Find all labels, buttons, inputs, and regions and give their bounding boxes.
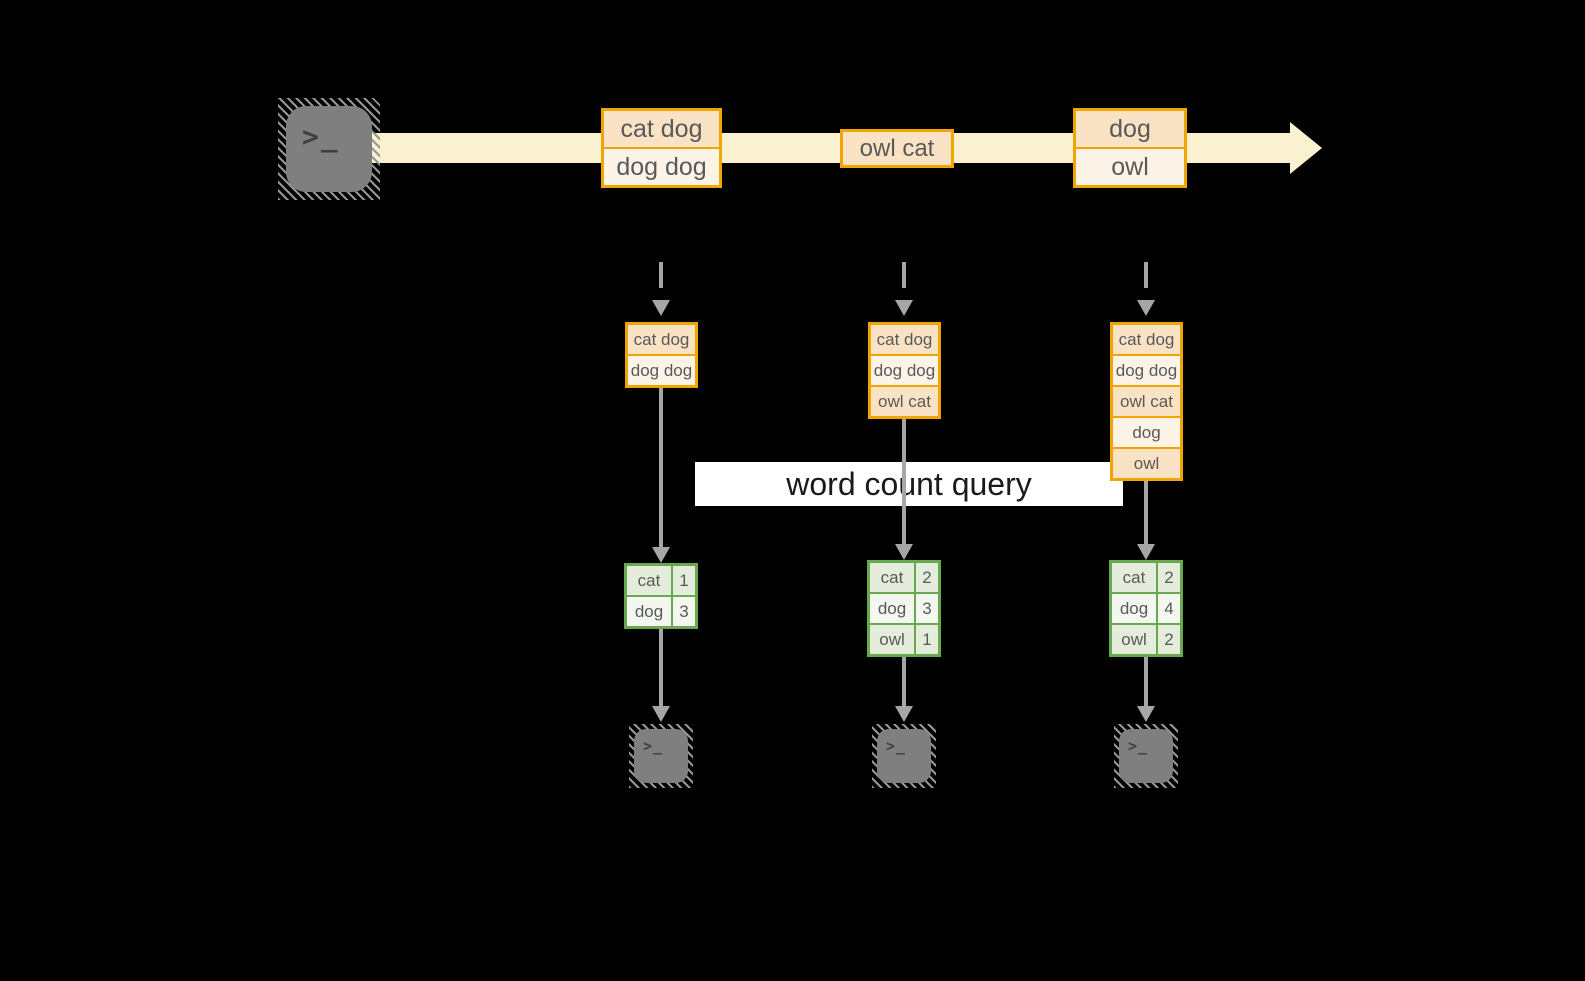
batch-stack-1: cat dog dog dog	[625, 322, 698, 388]
batch-cell: cat dog	[1113, 325, 1180, 354]
stream-event-cell: dog	[1076, 111, 1184, 147]
count-word: cat	[1112, 563, 1158, 592]
stream-event-box-1: cat dog dog dog	[601, 108, 722, 188]
batch-dashed-arrowhead-2	[895, 300, 913, 316]
query-label: word count query	[695, 462, 1123, 506]
count-value: 1	[673, 566, 695, 595]
batch-cell: dog dog	[1113, 354, 1180, 385]
batch-cell: cat dog	[871, 325, 938, 354]
batch-cell: owl cat	[871, 385, 938, 416]
count-word: owl	[1112, 625, 1158, 654]
query-arrow-2	[902, 417, 906, 544]
stream-event-cell: owl cat	[843, 132, 951, 165]
count-word: owl	[870, 625, 916, 654]
terminal-sink-icon-2: >_	[872, 724, 936, 788]
terminal-prompt-icon: >_	[643, 737, 664, 755]
terminal-sink-icon-body: >_	[634, 729, 688, 783]
count-value: 3	[673, 597, 695, 626]
batch-dashed-arrow-3	[1144, 262, 1148, 298]
count-value: 4	[1158, 594, 1180, 623]
sink-arrowhead-3	[1137, 706, 1155, 722]
count-word: cat	[870, 563, 916, 592]
stream-event-cell: dog dog	[604, 147, 719, 185]
count-value: 2	[1158, 625, 1180, 654]
query-arrowhead-1	[652, 547, 670, 563]
count-word: dog	[1112, 594, 1158, 623]
stream-event-box-3: dog owl	[1073, 108, 1187, 188]
count-table-1: cat 1 dog 3	[624, 563, 698, 629]
batch-cell: dog	[1113, 416, 1180, 447]
count-row: dog 3	[627, 595, 695, 626]
count-word: cat	[627, 566, 673, 595]
batch-cell: cat dog	[628, 325, 695, 354]
count-row: dog 3	[870, 592, 938, 623]
sink-arrow-3	[1144, 657, 1148, 706]
sink-arrowhead-1	[652, 706, 670, 722]
count-row: cat 2	[1112, 563, 1180, 592]
count-row: cat 2	[870, 563, 938, 592]
batch-dashed-arrowhead-1	[652, 300, 670, 316]
terminal-prompt-icon: >_	[886, 737, 907, 755]
terminal-sink-icon-body: >_	[877, 729, 931, 783]
stream-event-cell: cat dog	[604, 111, 719, 147]
batch-dashed-arrowhead-3	[1137, 300, 1155, 316]
terminal-prompt-icon: >_	[1128, 737, 1149, 755]
query-arrowhead-3	[1137, 544, 1155, 560]
count-table-2: cat 2 dog 3 owl 1	[867, 560, 941, 657]
count-row: owl 1	[870, 623, 938, 654]
terminal-sink-icon-body: >_	[1119, 729, 1173, 783]
terminal-sink-icon-1: >_	[629, 724, 693, 788]
sink-arrowhead-2	[895, 706, 913, 722]
terminal-prompt-icon: >_	[302, 120, 340, 153]
count-row: dog 4	[1112, 592, 1180, 623]
sink-arrow-2	[902, 657, 906, 706]
count-word: dog	[870, 594, 916, 623]
count-value: 3	[916, 594, 938, 623]
terminal-sink-icon-3: >_	[1114, 724, 1178, 788]
count-word: dog	[627, 597, 673, 626]
batch-cell: dog dog	[628, 354, 695, 385]
batch-cell: dog dog	[871, 354, 938, 385]
batch-cell: owl	[1113, 447, 1180, 478]
count-row: owl 2	[1112, 623, 1180, 654]
query-arrow-3	[1144, 479, 1148, 544]
stream-event-box-2: owl cat	[840, 129, 954, 168]
batch-dashed-arrow-2	[902, 262, 906, 298]
batch-dashed-arrow-1	[659, 262, 663, 298]
batch-cell: owl cat	[1113, 385, 1180, 416]
stream-timeline-arrowhead-icon	[1290, 122, 1322, 174]
query-arrowhead-2	[895, 544, 913, 560]
batch-stack-2: cat dog dog dog owl cat	[868, 322, 941, 419]
batch-stack-3: cat dog dog dog owl cat dog owl	[1110, 322, 1183, 481]
count-value: 2	[1158, 563, 1180, 592]
sink-arrow-1	[659, 629, 663, 706]
query-arrow-1	[659, 386, 663, 547]
stream-event-cell: owl	[1076, 147, 1184, 185]
count-table-3: cat 2 dog 4 owl 2	[1109, 560, 1183, 657]
terminal-source-icon: >_	[278, 98, 380, 200]
terminal-source-icon-body: >_	[286, 106, 372, 192]
count-row: cat 1	[627, 566, 695, 595]
count-value: 2	[916, 563, 938, 592]
count-value: 1	[916, 625, 938, 654]
